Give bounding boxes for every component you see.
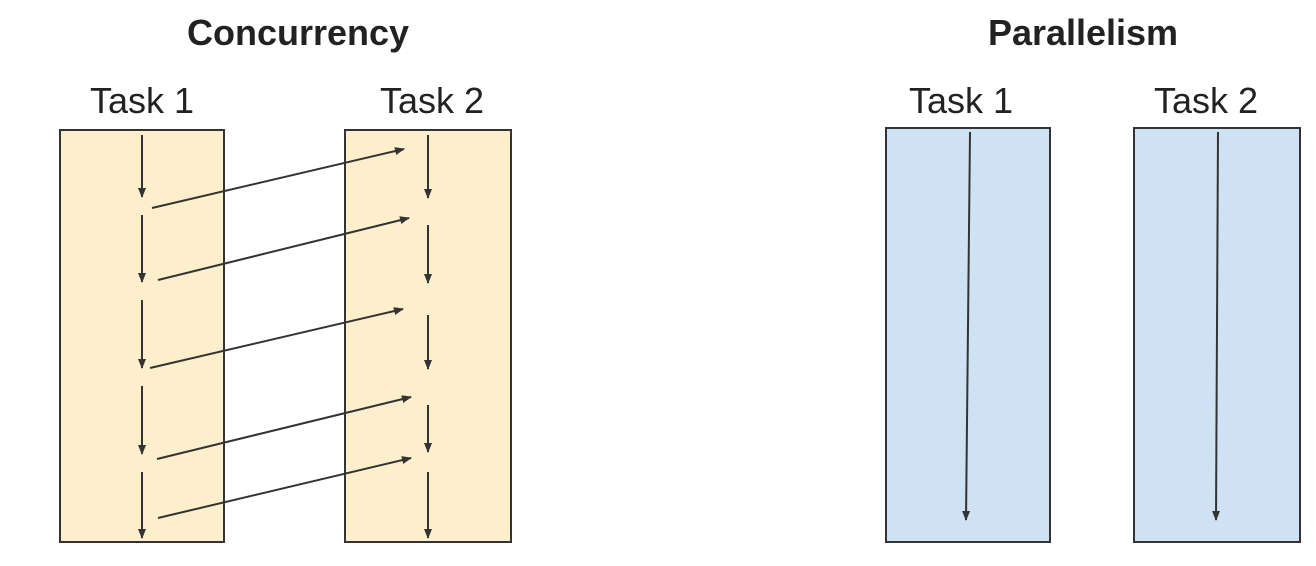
- concurrency-task1-label: Task 1: [89, 80, 195, 121]
- context-switch-arrow: [157, 216, 410, 281]
- parallelism-task2-arrow: [1212, 131, 1221, 521]
- context-switch-arrow: [149, 307, 404, 369]
- context-switch-arrow: [151, 147, 405, 209]
- parallelism-task1-arrow: [962, 131, 971, 521]
- parallelism-task1-label: Task 1: [908, 80, 1014, 121]
- parallelism-title: Parallelism: [987, 12, 1179, 53]
- parallelism-task2-label: Task 2: [1153, 80, 1259, 121]
- concurrency-title: Concurrency: [186, 12, 410, 53]
- concurrency-task2-label: Task 2: [379, 80, 485, 121]
- context-switch-arrows: [149, 147, 412, 519]
- context-switch-arrow: [156, 395, 412, 460]
- context-switch-arrow: [157, 456, 412, 519]
